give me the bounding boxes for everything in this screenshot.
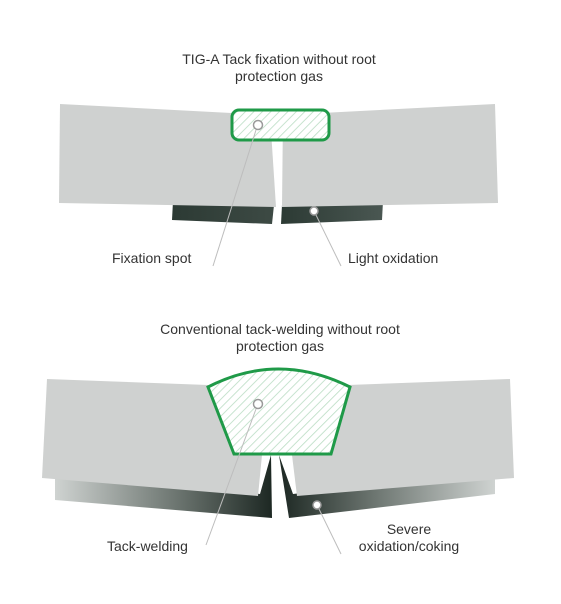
tack-welding-leader-line (205, 408, 257, 546)
top-left-plate (59, 104, 276, 207)
fixation-spot-weld (230, 108, 331, 142)
severe-oxidation-leader-line (318, 508, 342, 555)
bottom-panel: Conventional tack-welding without root p… (42, 321, 514, 555)
severe-oxidation-marker (312, 500, 322, 510)
fixation-spot-leader-line (212, 129, 257, 267)
bottom-title-line1: Conventional tack-welding without root (160, 321, 400, 337)
severe-oxidation-label-line1: Severe (387, 521, 432, 537)
light-oxidation-label: Light oxidation (348, 250, 438, 266)
top-title-line2: protection gas (235, 68, 323, 84)
fixation-spot-label: Fixation spot (112, 250, 191, 266)
top-panel: TIG-A Tack fixation without root protect… (59, 51, 498, 267)
tack-welding-marker (252, 398, 264, 410)
fixation-spot-marker (252, 119, 264, 131)
tack-welding-label: Tack-welding (107, 538, 188, 554)
light-oxidation-marker (309, 206, 319, 216)
light-oxidation-leader-line (315, 214, 342, 267)
tack-weld (206, 367, 352, 456)
top-title-line1: TIG-A Tack fixation without root (182, 51, 376, 67)
bottom-right-plate (292, 379, 514, 496)
top-left-backing-strip (172, 201, 274, 224)
top-right-backing-strip (281, 201, 383, 224)
severe-oxidation-label-line2: oxidation/coking (359, 538, 459, 554)
bottom-left-plate (42, 379, 262, 496)
top-right-plate (282, 104, 498, 207)
bottom-title-line2: protection gas (236, 338, 324, 354)
